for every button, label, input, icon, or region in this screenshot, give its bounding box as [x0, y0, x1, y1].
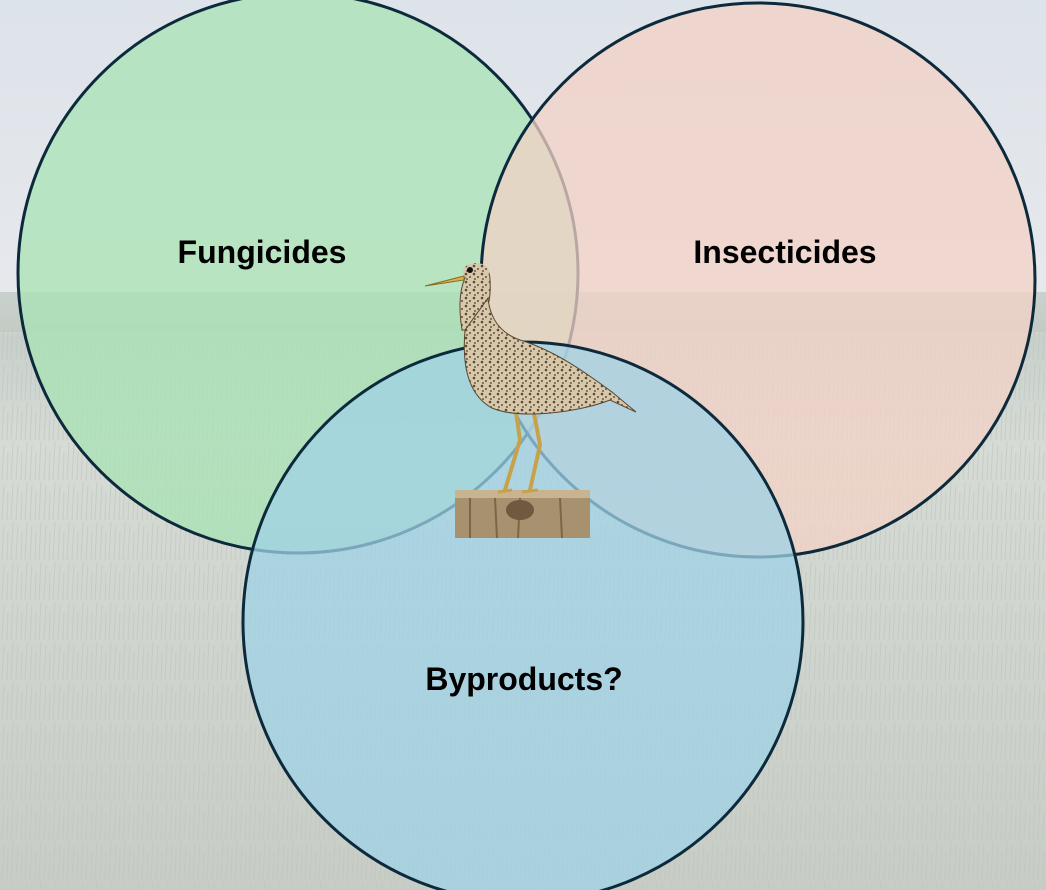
venn-circle-byproducts	[243, 342, 803, 890]
label-byproducts: Byproducts?	[425, 661, 622, 697]
label-insecticides: Insecticides	[693, 234, 876, 270]
label-fungicides: Fungicides	[178, 234, 347, 270]
bird-eye	[467, 267, 473, 273]
